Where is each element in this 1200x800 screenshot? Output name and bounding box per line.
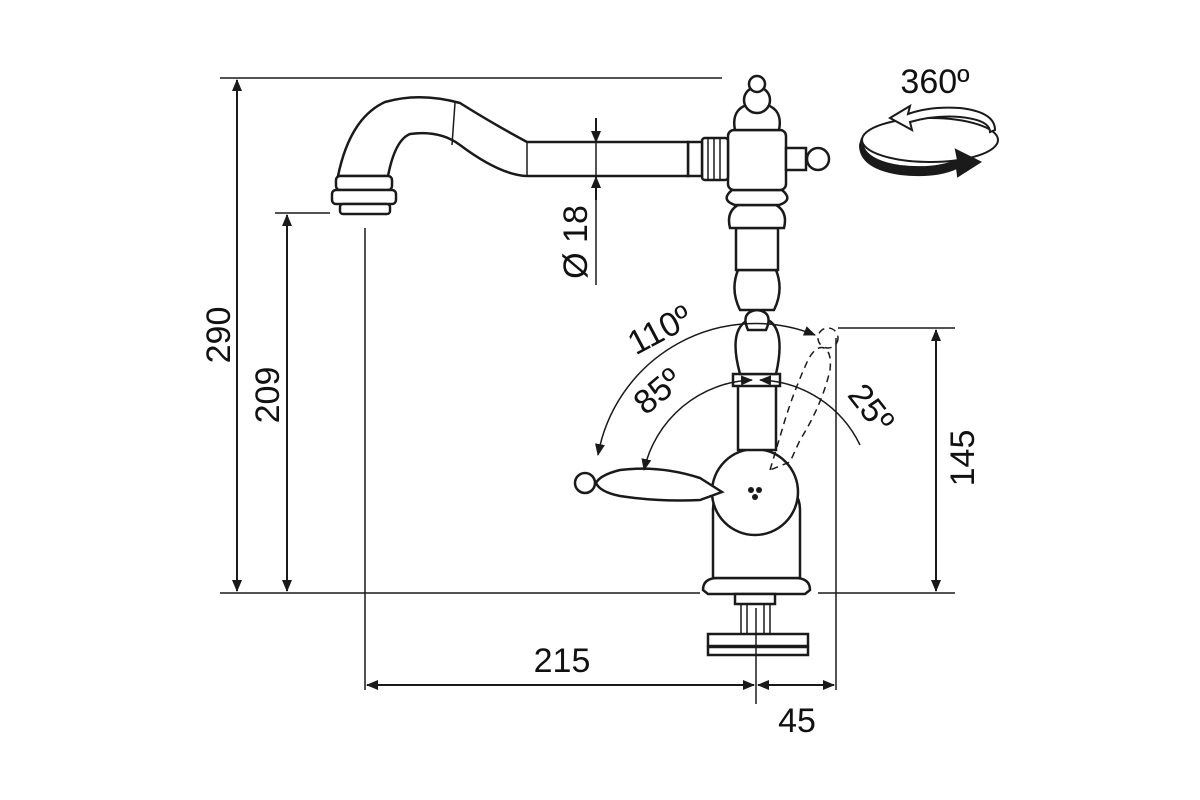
label-lever-height: 145	[944, 430, 982, 487]
swivel-arrow-back	[887, 103, 997, 134]
lever-tip-ghost	[817, 327, 839, 349]
column-finial-mid	[744, 308, 770, 332]
spout-tube	[336, 96, 690, 178]
label-offset: 45	[778, 702, 816, 740]
mounting-nut	[706, 632, 810, 648]
lever-hub	[710, 447, 800, 537]
arc-85	[641, 375, 753, 471]
dimension-lines	[220, 77, 955, 704]
rotate-arrow-icon	[858, 103, 999, 178]
side-knob-ball	[805, 146, 831, 172]
label-angle-85: 85º	[626, 361, 689, 422]
swivel-head	[726, 128, 788, 192]
arc-110	[595, 322, 816, 456]
label-angle-110: 110º	[622, 298, 699, 363]
lever-handle-ghost	[768, 346, 832, 472]
lever-tip	[573, 471, 597, 495]
column-neck	[733, 268, 781, 312]
swivel-arrow-front	[858, 137, 983, 178]
lever-handle	[594, 467, 725, 502]
angle-arcs	[595, 322, 861, 471]
spout-collar	[700, 136, 730, 182]
label-angle-25: 25º	[840, 377, 901, 440]
aerator-upper	[334, 174, 394, 192]
column-ring	[727, 203, 787, 230]
label-reach: 215	[534, 642, 591, 680]
hub-screw-dot	[748, 487, 754, 493]
spout-tube-joint	[451, 102, 456, 146]
label-total-height: 290	[200, 307, 238, 364]
mounting-shank	[733, 592, 777, 606]
arc-25	[759, 375, 861, 446]
aerator-tip	[338, 202, 392, 216]
hub-screw-dot	[756, 487, 762, 493]
swivel-ellipse	[861, 117, 999, 163]
column-section-upper	[734, 226, 780, 272]
label-spout-diameter: Ø 18	[557, 205, 595, 279]
mounting-washer	[706, 645, 810, 657]
column-upper-collar	[725, 188, 789, 207]
faucet-outline	[330, 74, 839, 657]
spout-tube-connector	[686, 140, 704, 178]
column-collar-lower	[731, 372, 782, 388]
faucet-base	[701, 576, 812, 596]
column-section-lower	[736, 383, 778, 452]
hub-screw-dot	[752, 494, 758, 500]
head-finial-top	[747, 74, 767, 94]
swivel-head-side-knob	[784, 146, 808, 172]
label-swivel: 360º	[900, 63, 969, 101]
aerator-lower	[330, 188, 398, 206]
label-spout-height: 209	[249, 367, 287, 424]
